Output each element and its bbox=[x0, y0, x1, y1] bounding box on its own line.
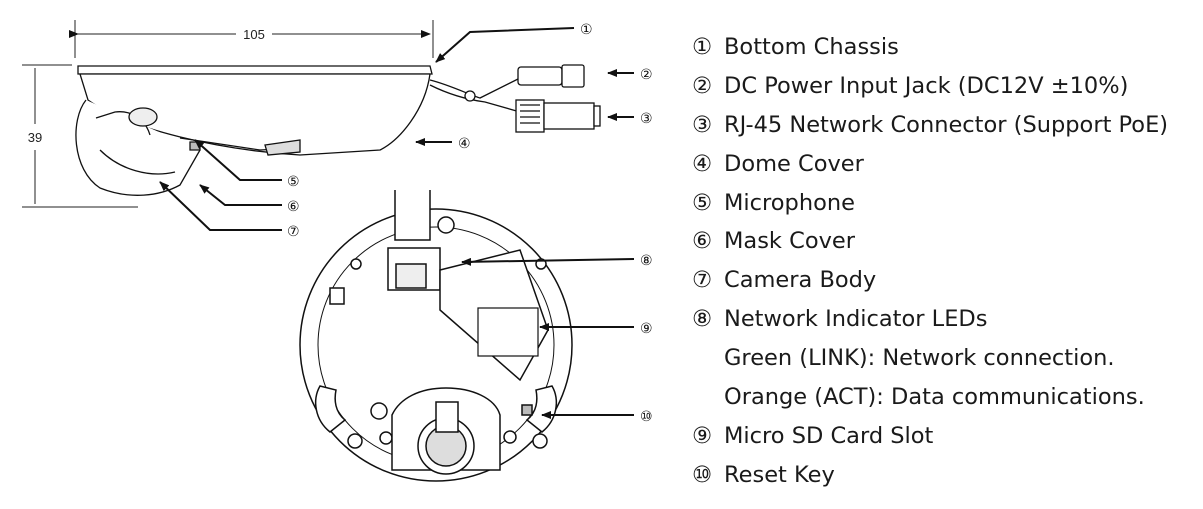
callout-2: ② bbox=[640, 67, 653, 83]
callout-1: ① bbox=[580, 22, 593, 38]
legend-number: ⑩ bbox=[692, 461, 713, 488]
width-dimension bbox=[69, 20, 434, 58]
callout-3: ③ bbox=[640, 111, 653, 127]
legend-item-dc-power-jack: ② DC Power Input Jack (DC12V ±10%) bbox=[692, 69, 1197, 108]
legend-number: ② bbox=[692, 72, 713, 99]
legend-item-rj45-connector: ③ RJ-45 Network Connector (Support PoE) bbox=[692, 108, 1197, 147]
legend-number: ⑨ bbox=[692, 422, 713, 449]
height-dimension bbox=[22, 64, 138, 208]
legend-label: Network Indicator LEDs bbox=[724, 306, 988, 333]
legend-item-microphone: ⑤ Microphone bbox=[692, 186, 1197, 225]
bottom-view bbox=[299, 190, 573, 482]
callout-9: ⑨ bbox=[640, 321, 653, 337]
legend-label: Camera Body bbox=[724, 267, 877, 294]
legend-label: Mask Cover bbox=[724, 228, 855, 255]
legend-item-reset-key: ⑩ Reset Key bbox=[692, 458, 1197, 497]
callout-4: ④ bbox=[458, 136, 471, 152]
width-dimension-label: 105 bbox=[243, 27, 265, 42]
legend-number: ① bbox=[692, 34, 713, 60]
legend-number: ⑤ bbox=[692, 189, 713, 216]
callout-5: ⑤ bbox=[287, 174, 300, 190]
legend-item-dome-cover: ④ Dome Cover bbox=[692, 147, 1197, 186]
legend-number: ③ bbox=[692, 111, 713, 138]
callout-7: ⑦ bbox=[287, 224, 300, 240]
bottom-callout-arrows bbox=[461, 257, 635, 419]
legend-label: DC Power Input Jack (DC12V ±10%) bbox=[724, 72, 1129, 99]
legend-label: Dome Cover bbox=[724, 150, 864, 177]
legend-number: ④ bbox=[692, 150, 713, 177]
legend-label: Micro SD Card Slot bbox=[724, 422, 934, 449]
legend-label: RJ-45 Network Connector (Support PoE) bbox=[724, 111, 1169, 138]
legend-item-micro-sd-slot: ⑨ Micro SD Card Slot bbox=[692, 419, 1197, 458]
legend-label: Microphone bbox=[724, 189, 855, 216]
side-callout-arrows bbox=[159, 27, 634, 231]
legend-subitem-green-link: Green (LINK): Network connection. bbox=[724, 345, 1115, 372]
legend-item-mask-cover: ⑥ Mask Cover bbox=[692, 224, 1197, 263]
side-view bbox=[75, 64, 601, 196]
legend-item-bottom-chassis: ① Bottom Chassis bbox=[692, 30, 1197, 69]
legend-label: Bottom Chassis bbox=[724, 34, 899, 60]
legend-item-network-leds: ⑧ Network Indicator LEDs bbox=[692, 302, 1197, 341]
legend-number: ⑥ bbox=[692, 228, 713, 255]
legend-label: Reset Key bbox=[724, 461, 835, 488]
legend-subitem-orange-act: Orange (ACT): Data communications. bbox=[724, 384, 1145, 411]
legend-number: ⑧ bbox=[692, 306, 713, 333]
callout-10: ⑩ bbox=[640, 409, 653, 425]
legend-number: ⑦ bbox=[692, 267, 713, 294]
callout-8: ⑧ bbox=[640, 253, 653, 269]
height-dimension-label: 39 bbox=[28, 130, 42, 145]
callout-6: ⑥ bbox=[287, 199, 300, 215]
legend-item-camera-body: ⑦ Camera Body bbox=[692, 263, 1197, 302]
legend: ① Bottom Chassis ② DC Power Input Jack (DC… bbox=[692, 30, 1197, 497]
camera-diagram: 105 39 bbox=[22, 20, 653, 482]
